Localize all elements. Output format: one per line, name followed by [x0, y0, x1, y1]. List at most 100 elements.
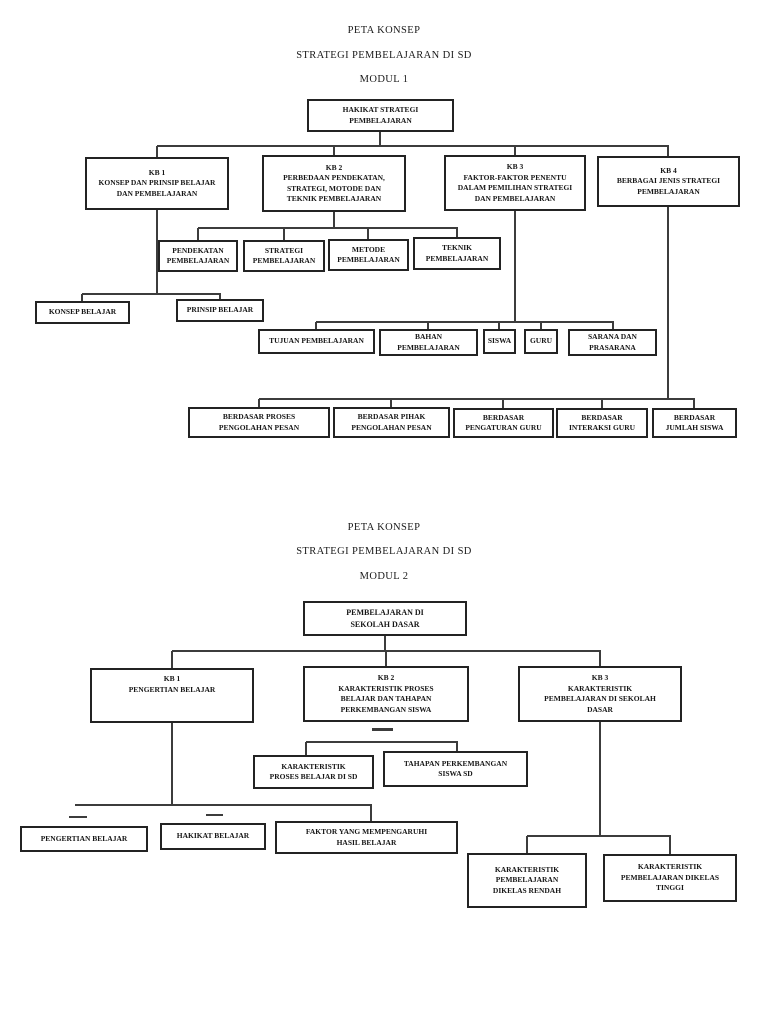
node-label: TEKNIK PEMBELAJARAN [425, 243, 489, 263]
connector-line [667, 146, 669, 156]
connector-line [693, 399, 695, 408]
dash-mark [206, 814, 223, 816]
d1-node-berdasar-pihak-pengolahan-pesan: BERDASAR PIHAK PENGOLAHAN PESAN [333, 407, 450, 438]
node-label: METODE PEMBELAJARAN [337, 244, 400, 265]
connector-line [498, 322, 500, 329]
connector-line [599, 722, 601, 836]
d2-kb3-label: KARAKTERISTIK PEMBELAJARAN DI SEKOLAH DA… [544, 683, 656, 714]
connector-line [601, 399, 603, 408]
d2-kb2-code: KB 2 [377, 673, 395, 682]
d1-node-guru: GURU [524, 329, 558, 354]
connector-line [219, 294, 221, 299]
connector-line [171, 723, 173, 805]
d2-node-pengertian-belajar: PENGERTIAN BELAJAR [20, 826, 148, 852]
node-label: FAKTOR YANG MEMPENGARUHI HASIL BELAJAR [305, 827, 428, 847]
connector-line [514, 146, 516, 155]
d2-node-karakteristik-pembelajaran-dikelas-tinggi: KARAKTERISTIK PEMBELAJARAN DIKELAS TINGG… [603, 854, 737, 902]
d1-kb4-label: BERBAGAI JENIS STRATEGI PEMBELAJARAN [616, 176, 721, 196]
node-label: SARANA DAN PRASARANA [588, 332, 637, 352]
connector-line [197, 228, 199, 240]
node-label: SISWA [487, 336, 512, 346]
d2-kb2-label: KARAKTERISTIK PROSES BELAJAR DAN TAHAPAN… [338, 683, 434, 714]
connector-line [75, 804, 372, 806]
connector-line [333, 212, 335, 228]
d1-node-teknik-pembelajaran: TEKNIK PEMBELAJARAN [413, 237, 501, 270]
d1-node-tujuan-pembelajaran: TUJUAN PEMBELAJARAN [258, 329, 375, 354]
connector-line [367, 228, 369, 239]
connector-line [502, 399, 504, 408]
d1-kb4-code: KB 4 [660, 165, 677, 175]
d1-node-siswa: SISWA [483, 329, 516, 354]
node-label: PENGERTIAN BELAJAR [40, 833, 128, 843]
diagram2-subtitle: STRATEGI PEMBELAJARAN DI SD [296, 546, 472, 557]
connector-line [81, 294, 83, 301]
connector-line [171, 651, 173, 668]
connector-line [390, 399, 392, 407]
d1-kb3-code: KB 3 [506, 162, 524, 171]
d1-kb4-node: KB 4 BERBAGAI JENIS STRATEGI PEMBELAJARA… [597, 156, 740, 207]
node-label: BAHAN PEMBELAJARAN [397, 332, 460, 352]
connector-line [157, 145, 669, 147]
d1-root-node: HAKIKAT STRATEGI PEMBELAJARAN [307, 99, 454, 132]
d1-node-konsep-belajar: KONSEP BELAJAR [35, 301, 130, 324]
d1-node-prinsip-belajar: PRINSIP BELAJAR [176, 299, 264, 322]
node-label: BERDASAR PIHAK PENGOLAHAN PESAN [351, 412, 432, 432]
d1-node-berdasar-pengaturan-guru: BERDASAR PENGATURAN GURU [453, 408, 554, 438]
node-label: STRATEGI PEMBELAJARAN [252, 245, 316, 266]
connector-line [259, 398, 695, 400]
node-label: BERDASAR INTERAKSI GURU [568, 412, 636, 433]
connector-line [514, 211, 516, 322]
diagram2-title: PETA KONSEP [347, 522, 421, 533]
node-label: TUJUAN PEMBELAJARAN [269, 336, 364, 346]
node-label: TAHAPAN PERKEMBANGAN SISWA SD [403, 758, 508, 779]
connector-line [384, 636, 386, 651]
d1-kb1-node: KB 1 KONSEP DAN PRINSIP BELAJAR DAN PEMB… [85, 157, 229, 210]
d1-node-berdasar-jumlah-siswa: BERDASAR JUMLAH SISWA [652, 408, 737, 438]
d2-root-label: PEMBELAJARAN DI SEKOLAH DASAR [346, 608, 424, 629]
d1-node-sarana-dan-prasarana: SARANA DAN PRASARANA [568, 329, 657, 356]
d2-root-node: PEMBELAJARAN DI SEKOLAH DASAR [303, 601, 467, 636]
diagram1-title: PETA KONSEP [347, 25, 421, 36]
connector-line [612, 322, 614, 329]
d2-node-tahapan-perkembangan-siswa-sd: TAHAPAN PERKEMBANGAN SISWA SD [383, 751, 528, 787]
d1-node-bahan-pembelajaran: BAHAN PEMBELAJARAN [379, 329, 478, 356]
node-label: KONSEP BELAJAR [48, 307, 117, 317]
diagram1-module: MODUL 1 [359, 74, 409, 85]
connector-line [333, 146, 335, 155]
dash-mark [69, 816, 87, 818]
node-label: KARAKTERISTIK PROSES BELAJAR DI SD [269, 761, 358, 782]
connector-line [156, 146, 158, 157]
node-label: KARAKTERISTIK PEMBELAJARAN DIKELAS TINGG… [620, 862, 720, 893]
d1-root-label: HAKIKAT STRATEGI PEMBELAJARAN [342, 105, 419, 125]
connector-line [82, 293, 221, 295]
connector-line [172, 650, 601, 652]
d1-node-berdasar-interaksi-guru: BERDASAR INTERAKSI GURU [556, 408, 648, 438]
connector-line [667, 207, 669, 399]
d2-node-faktor-yang-mempengaruhi-hasil-belajar: FAKTOR YANG MEMPENGARUHI HASIL BELAJAR [275, 821, 458, 854]
connector-line [526, 836, 528, 853]
d2-node-karakteristik-proses-belajar-di-sd: KARAKTERISTIK PROSES BELAJAR DI SD [253, 755, 374, 789]
connector-line [156, 210, 158, 294]
connector-line [456, 228, 458, 237]
dash-mark [372, 728, 393, 731]
d2-node-karakteristik-pembelajaran-dikelas-rendah: KARAKTERISTIK PEMBELAJARAN DIKELAS RENDA… [467, 853, 587, 908]
connector-line [315, 322, 317, 329]
d2-kb2-node: KB 2 KARAKTERISTIK PROSES BELAJAR DAN TA… [303, 666, 469, 722]
connector-line [258, 399, 260, 407]
node-label: PRINSIP BELAJAR [186, 305, 254, 315]
d2-kb1-code: KB 1 [163, 674, 181, 683]
d1-node-strategi-pembelajaran: STRATEGI PEMBELAJARAN [243, 240, 325, 272]
d1-node-metode-pembelajaran: METODE PEMBELAJARAN [328, 239, 409, 271]
d2-node-hakikat-belajar: HAKIKAT BELAJAR [160, 823, 266, 850]
connector-line [385, 651, 387, 666]
d2-kb3-code: KB 3 [591, 673, 609, 682]
connector-line [198, 227, 458, 229]
d1-kb2-label: PERBEDAAN PENDEKATAN, STRATEGI, MOTODE D… [283, 173, 385, 203]
connector-line [599, 651, 601, 666]
d2-kb3-node: KB 3 KARAKTERISTIK PEMBELAJARAN DI SEKOL… [518, 666, 682, 722]
connector-line [306, 741, 458, 743]
d1-kb1-label: KONSEP DAN PRINSIP BELAJAR DAN PEMBELAJA… [98, 178, 216, 198]
connector-line [540, 322, 542, 329]
node-label: BERDASAR JUMLAH SISWA [665, 412, 724, 433]
